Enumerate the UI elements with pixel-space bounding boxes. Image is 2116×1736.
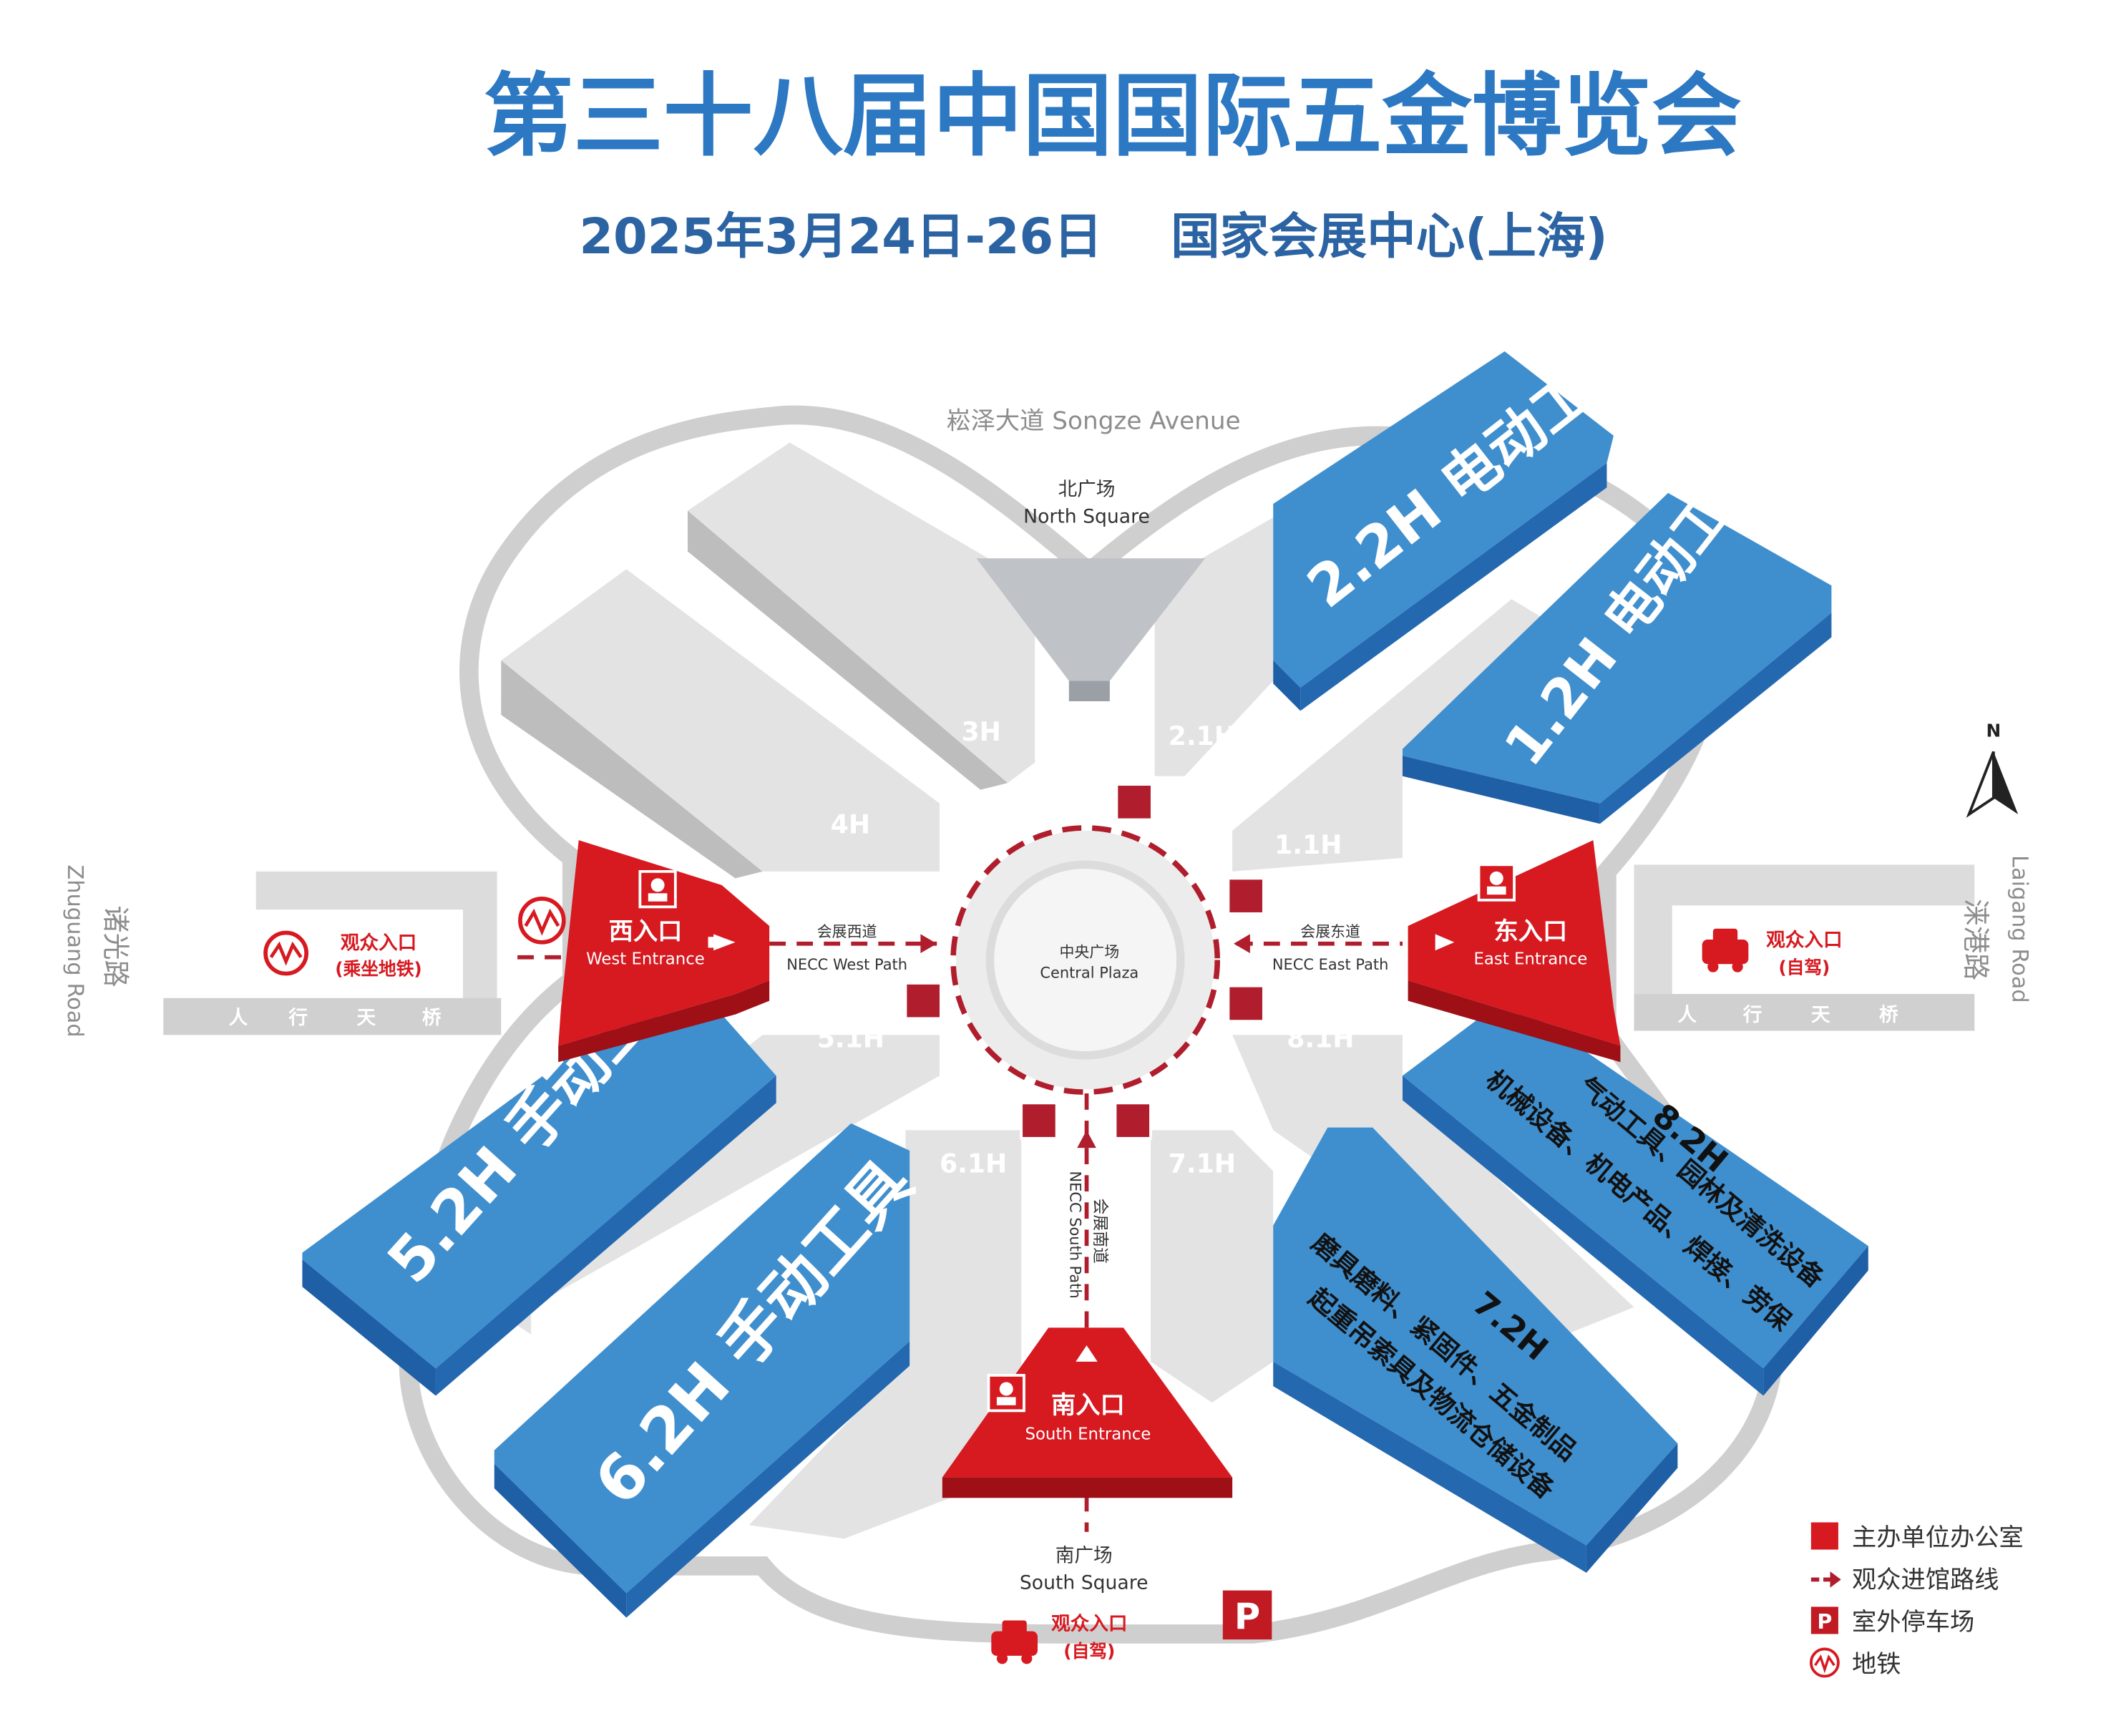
west-road-cn: 诸光路	[99, 905, 131, 987]
grey-hall-3h[interactable]	[687, 442, 1035, 790]
escalator-icon	[1020, 1101, 1058, 1140]
east-path-cn: 会展东道	[1300, 923, 1360, 940]
north-square-en: North Square	[1023, 506, 1150, 528]
parking-glyph: P	[1234, 1596, 1260, 1637]
office-icon[interactable]	[1477, 863, 1516, 902]
legend-label-office: 主办单位办公室	[1852, 1523, 2024, 1552]
grey-hall-4h[interactable]	[501, 569, 940, 879]
east-bridge	[1634, 864, 1975, 1031]
office-icon[interactable]	[638, 869, 677, 909]
central-route-ring	[950, 825, 1220, 1095]
escalator-icon	[904, 981, 942, 1020]
metro-icon	[263, 930, 309, 976]
escalator-icon	[1227, 877, 1265, 915]
car-entry-south-title: 观众入口	[1051, 1613, 1128, 1635]
page-title: 第三十八届中国国际五金博览会	[484, 64, 1742, 169]
grey-hall-8-1h[interactable]	[1232, 1035, 1634, 1335]
west-path-en: NECC West Path	[786, 956, 907, 973]
legend-label-parking: 室外停车场	[1852, 1608, 1974, 1637]
south-square-en: South Square	[1020, 1572, 1149, 1594]
south-entrance-cn: 南入口	[1051, 1391, 1125, 1420]
west-bridge-char-2: 行	[288, 1007, 308, 1029]
hall-label-6-1h: 6.1H	[940, 1148, 1007, 1179]
west-bridge-char-1: 人	[229, 1007, 248, 1029]
hall-label-3h: 3H	[961, 716, 1000, 747]
east-bridge-char-4: 桥	[1879, 1004, 1898, 1026]
west-bridge-char-4: 桥	[422, 1007, 442, 1029]
legend-parking-glyph: P	[1817, 1610, 1832, 1634]
west-path-cn: 会展西道	[817, 923, 877, 940]
compass-label: N	[1986, 720, 2002, 741]
legend: 主办单位办公室 观众进馆路线 P 室外停车场 地铁	[1809, 1522, 2024, 1679]
office-icon	[1810, 1522, 1838, 1550]
hall-label-2-1h: 2.1H	[1169, 721, 1236, 751]
page-subtitle: 2025年3月24日-26日 国家会展中心(上海)	[579, 208, 1607, 265]
west-entrance[interactable]: 西入口 West Entrance	[558, 840, 770, 1063]
legend-label-route: 观众进馆路线	[1852, 1566, 1999, 1594]
car-entry-south-sub: (自驾)	[1063, 1641, 1115, 1662]
grey-hall-7-1h[interactable]	[1150, 1130, 1274, 1403]
metro-entry-sub: (乘坐地铁)	[335, 958, 421, 979]
north-square-building	[976, 558, 1206, 701]
east-entrance-en: East Entrance	[1473, 950, 1587, 968]
east-road-en: Laigang Road	[2007, 855, 2032, 1003]
car-icon	[1702, 928, 1749, 972]
hall-label-7-1h: 7.1H	[1169, 1148, 1236, 1179]
south-path-cn: 会展南道	[1091, 1199, 1109, 1264]
central-plaza-cn: 中央广场	[1059, 944, 1119, 961]
central-plaza-en: Central Plaza	[1040, 964, 1139, 981]
east-entrance-arrow-icon	[1435, 934, 1455, 951]
car-entry-east-sub: (自驾)	[1778, 957, 1830, 978]
south-path-en: NECC South Path	[1067, 1171, 1084, 1298]
car-entry-east[interactable]: 观众入口 (自驾)	[1702, 928, 1843, 978]
parking-icon	[1810, 1606, 1838, 1634]
south-entrance-en: South Entrance	[1025, 1425, 1151, 1443]
hall-label-8-1h: 8.1H	[1287, 1023, 1354, 1053]
central-plaza-inner	[985, 860, 1185, 1060]
route-arrow-icon	[1810, 1571, 1841, 1588]
east-bridge-char-2: 行	[1742, 1004, 1762, 1026]
south-entrance[interactable]: 南入口 South Entrance	[942, 1327, 1233, 1498]
hall-label-1-1h: 1.1H	[1274, 829, 1342, 860]
east-entrance-cn: 东入口	[1493, 917, 1567, 946]
metro-icon	[1809, 1647, 1840, 1678]
compass-icon: N	[1966, 720, 2019, 818]
east-entrance[interactable]: 东入口 East Entrance	[1408, 840, 1621, 1063]
metro-entry-west[interactable]: 观众入口 (乘坐地铁)	[263, 930, 422, 979]
metro-icon	[518, 897, 566, 945]
south-entrance-arrow-icon	[1076, 1345, 1098, 1362]
north-square-cn: 北广场	[1058, 479, 1116, 501]
east-bridge-char-1: 人	[1677, 1004, 1697, 1026]
escalator-icon	[1113, 1101, 1152, 1140]
metro-entry-title: 观众入口	[341, 932, 417, 954]
west-bridge	[163, 871, 502, 1035]
car-entry-east-title: 观众入口	[1766, 930, 1843, 952]
hall-label-4h: 4H	[831, 809, 870, 840]
west-entrance-cn: 西入口	[609, 917, 683, 946]
north-road-label: 崧泽大道 Songze Avenue	[946, 406, 1240, 435]
office-icon[interactable]	[987, 1374, 1025, 1413]
west-bridge-char-3: 天	[357, 1007, 376, 1029]
west-road-en: Zhuguang Road	[62, 864, 87, 1037]
south-square-cn: 南广场	[1055, 1545, 1113, 1567]
east-road-cn: 涞港路	[1960, 899, 1991, 980]
route-arrows	[920, 934, 1250, 1149]
west-entrance-arrow-icon	[713, 934, 736, 951]
escalator-icon	[1227, 984, 1265, 1023]
grey-hall-6-1h[interactable]	[749, 1130, 1022, 1539]
bridge-labels: 人 行 天 桥 人 行 天 桥	[229, 1004, 1898, 1029]
west-entrance-en: West Entrance	[586, 950, 705, 968]
escalator-icon	[1115, 783, 1154, 821]
car-entry-south[interactable]: 观众入口 (自驾)	[991, 1613, 1128, 1664]
parking-icon[interactable]: P	[1222, 1590, 1272, 1640]
car-icon	[991, 1620, 1038, 1664]
hall-label-5-1h: 5.1H	[817, 1023, 884, 1053]
east-bridge-char-3: 天	[1811, 1004, 1830, 1026]
legend-label-metro: 地铁	[1852, 1650, 1901, 1679]
east-path-en: NECC East Path	[1272, 956, 1389, 973]
